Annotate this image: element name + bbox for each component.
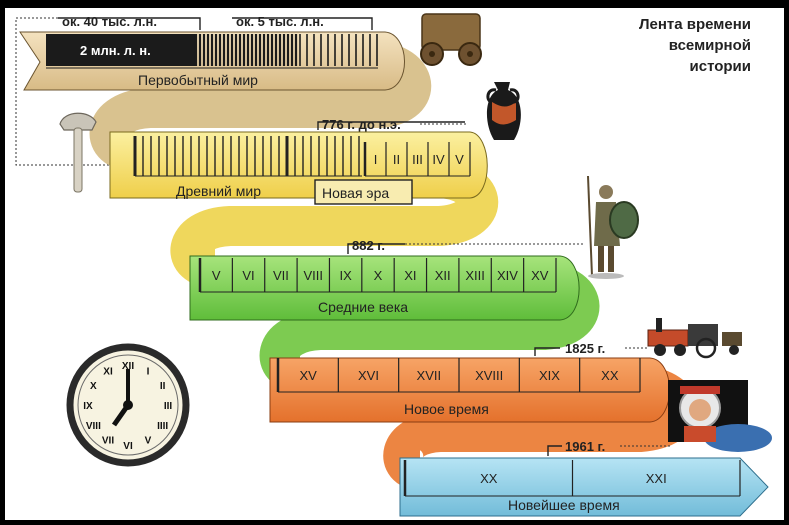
- amphora-icon: [486, 82, 521, 140]
- new-era-label: Новая эра: [322, 185, 389, 201]
- marker-label-776: 776 г. до н.э.: [322, 117, 401, 132]
- marker-label-5k: ок. 5 тыс. л.н.: [236, 14, 324, 29]
- century-label: III: [412, 152, 423, 167]
- locomotive-icon: [647, 318, 742, 359]
- marker-bracket-5k: [232, 17, 373, 30]
- century-label: X: [374, 268, 383, 283]
- century-label: IX: [339, 268, 352, 283]
- band-primitive-name: Первобытный мир: [138, 72, 258, 88]
- century-label: I: [374, 152, 378, 167]
- marker-bracket-776: [317, 121, 465, 130]
- century-label: XV: [299, 368, 317, 383]
- century-label: XV: [531, 268, 549, 283]
- century-label: XII: [435, 268, 451, 283]
- clock-numeral: V: [145, 436, 152, 447]
- century-label: VII: [273, 268, 289, 283]
- marker-bracket-1961: [547, 445, 562, 456]
- century-label: XVII: [417, 368, 442, 383]
- marker-label-1961: 1961 г.: [565, 439, 605, 454]
- marker-bracket-882: [347, 243, 405, 254]
- clock-numeral: XI: [103, 366, 113, 377]
- century-label: VIII: [304, 268, 324, 283]
- marker-label-882: 882 г.: [352, 238, 385, 253]
- clock-numeral: II: [160, 381, 166, 392]
- clock-numeral: X: [90, 381, 97, 392]
- guide-dotted-line: [15, 17, 110, 166]
- band-primitive-inner-label: 2 млн. л. н.: [80, 43, 151, 58]
- century-label: XVI: [358, 368, 379, 383]
- marker-bracket-1825: [534, 347, 560, 356]
- band-medieval: [189, 255, 580, 321]
- century-label: V: [212, 268, 221, 283]
- clock-numeral: IIII: [157, 421, 168, 432]
- stone-axe-icon: [59, 112, 97, 193]
- century-label: XX: [601, 368, 619, 383]
- band-modern-name: Новое время: [404, 401, 489, 417]
- century-label: IV: [432, 152, 445, 167]
- band-contemporary-name: Новейшее время: [508, 497, 620, 513]
- clock-numeral: IX: [83, 401, 93, 412]
- century-label: V: [455, 152, 464, 167]
- century-label: VI: [242, 268, 254, 283]
- band-primitive-ticks: [46, 34, 378, 69]
- cart-icon: [420, 13, 482, 66]
- century-label: XXI: [646, 471, 667, 486]
- century-label: XX: [480, 471, 498, 486]
- band-primitive-dark-bar: [46, 34, 196, 66]
- clock-numeral: VIII: [86, 421, 101, 432]
- title-line-2: всемирной: [668, 37, 751, 54]
- century-label: XIX: [539, 368, 560, 383]
- century-label: XIV: [497, 268, 518, 283]
- page-title: Лента времени всемирной истории: [639, 14, 751, 77]
- century-label: XI: [404, 268, 416, 283]
- clock-numeral: I: [147, 366, 150, 377]
- title-line-1: Лента времени: [638, 16, 751, 33]
- marker-label-40k: ок. 40 тыс. л.н.: [62, 14, 157, 29]
- century-label: II: [393, 152, 400, 167]
- band-ancient-name: Древний мир: [176, 183, 261, 199]
- century-label: XIII: [465, 268, 485, 283]
- clock-numeral: III: [164, 401, 173, 412]
- warrior-icon: [587, 175, 639, 279]
- new-era-box: [314, 179, 413, 205]
- band-ancient-ticks: [133, 136, 362, 177]
- title-line-3: истории: [689, 58, 751, 75]
- clock-numeral: VII: [102, 436, 114, 447]
- band-contemporary: [399, 457, 769, 517]
- clock-numeral: XII: [122, 361, 134, 372]
- marker-label-1825: 1825 г.: [565, 341, 605, 356]
- astronaut-icon: [668, 380, 772, 452]
- clock-numeral: VI: [123, 441, 133, 452]
- band-medieval-name: Средние века: [318, 299, 408, 315]
- century-label: XVIII: [475, 368, 503, 383]
- marker-bracket-40k: [58, 17, 201, 30]
